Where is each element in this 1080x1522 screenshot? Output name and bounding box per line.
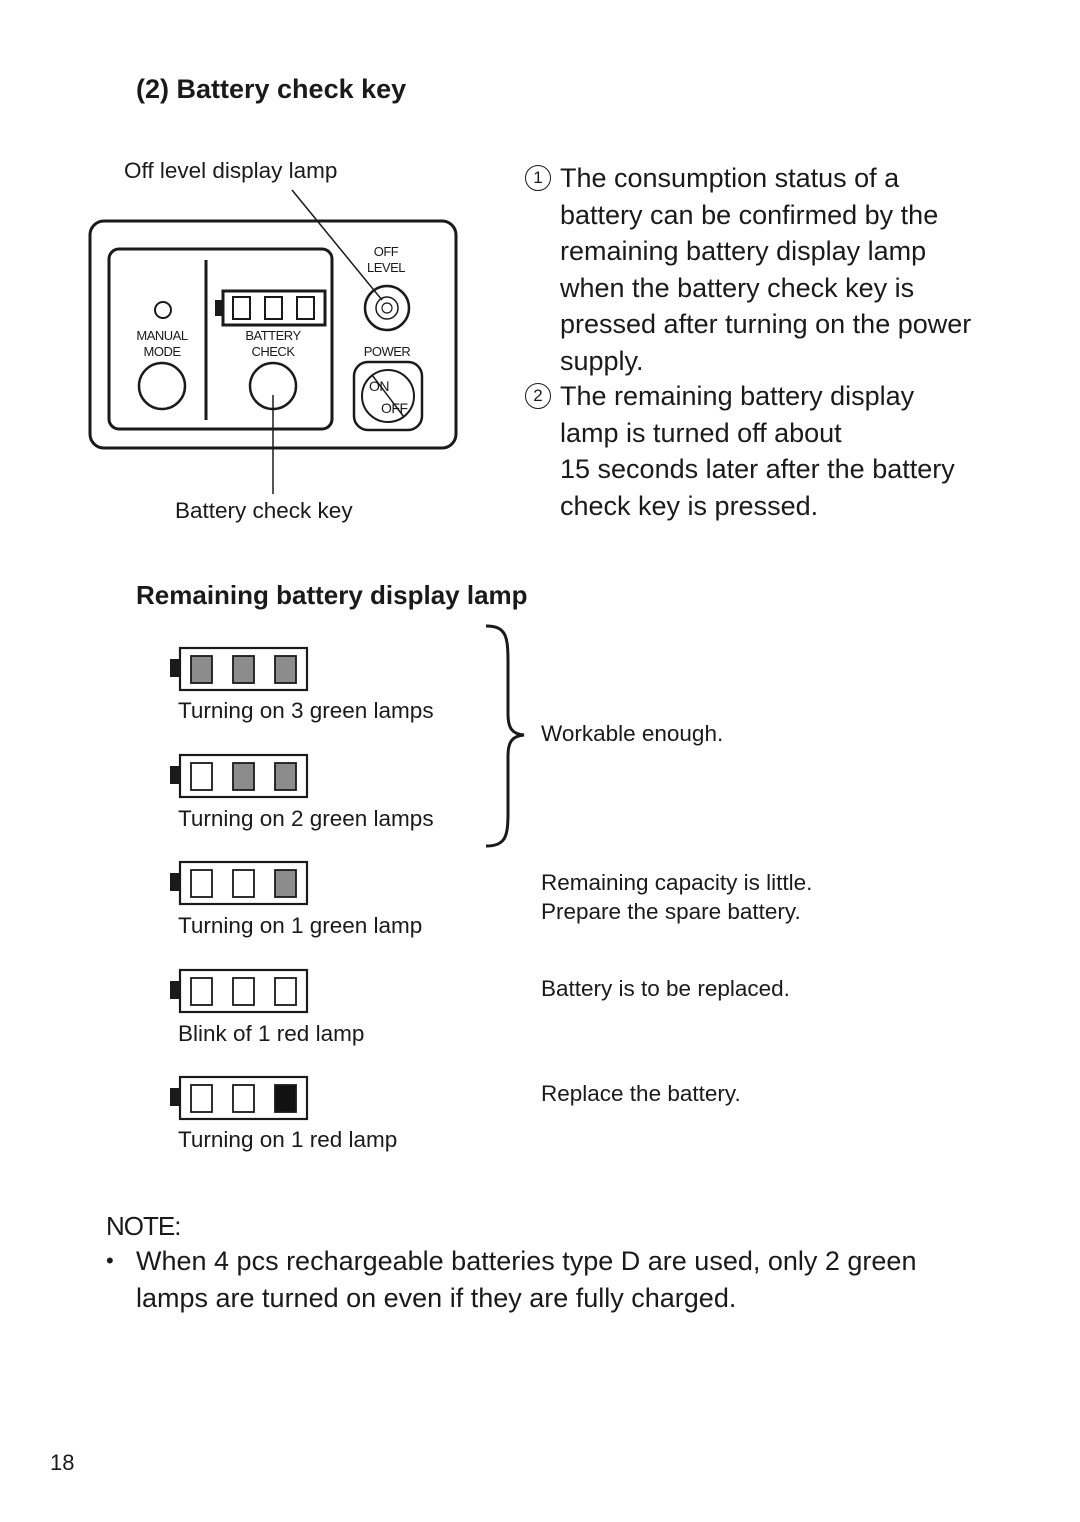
callout-battery-check-key: Battery check key xyxy=(175,498,353,523)
lamp-cell-gray xyxy=(190,655,213,684)
battery-indicator-4 xyxy=(170,968,309,1014)
battery-body xyxy=(178,968,309,1014)
lamp-cell-empty xyxy=(190,869,213,898)
lamp-cell-gray xyxy=(274,869,297,898)
lamp-cell-empty xyxy=(190,762,213,791)
off-level-label-line1: OFF xyxy=(373,244,399,259)
instruction-1: The consumption status of a battery can … xyxy=(560,163,972,376)
control-panel-illustration xyxy=(88,189,458,494)
desc-replace: Replace the battery. xyxy=(541,1081,741,1106)
manual-mode-label-line2: MODE xyxy=(143,344,182,359)
caption-2-green: Turning on 2 green lamps xyxy=(178,806,434,831)
note-label: NOTE: xyxy=(106,1211,181,1241)
battery-terminal xyxy=(170,659,180,677)
brace-icon xyxy=(485,624,525,848)
battery-body xyxy=(178,753,309,799)
lamp-section-title: Remaining battery display lamp xyxy=(136,580,528,610)
desc-workable: Workable enough. xyxy=(541,721,724,746)
battery-terminal xyxy=(170,766,180,784)
lamp-cell-empty xyxy=(232,869,255,898)
battery-body xyxy=(178,860,309,906)
section-title: (2) Battery check key xyxy=(136,74,407,104)
lamp-cell-empty xyxy=(190,977,213,1006)
battery-body xyxy=(178,646,309,692)
lamp-cell-gray xyxy=(274,762,297,791)
lamp-cell-gray xyxy=(232,655,255,684)
caption-blink-red: Blink of 1 red lamp xyxy=(178,1021,365,1046)
desc-little: Remaining capacity is little. Prepare th… xyxy=(541,870,813,924)
power-on-label: ON xyxy=(369,378,390,394)
caption-1-red: Turning on 1 red lamp xyxy=(178,1127,398,1152)
lamp-cell-gray xyxy=(232,762,255,791)
callout-off-level-lamp: Off level display lamp xyxy=(124,158,338,183)
battery-body xyxy=(178,1075,309,1121)
lamp-cell-empty xyxy=(232,1084,255,1113)
note-text: When 4 pcs rechargeable batteries type D… xyxy=(136,1246,917,1313)
battery-indicator-2 xyxy=(170,753,309,799)
caption-3-green: Turning on 3 green lamps xyxy=(178,698,434,723)
battery-indicator-3 xyxy=(170,860,309,906)
battery-indicator-5 xyxy=(170,1075,309,1121)
manual-mode-label-line1: MANUAL xyxy=(136,328,188,343)
power-label: POWER xyxy=(363,344,411,359)
battery-terminal xyxy=(170,981,180,999)
desc-to-be-replaced: Battery is to be replaced. xyxy=(541,976,790,1001)
battery-terminal xyxy=(170,1088,180,1106)
instruction-2: The remaining battery display lamp is tu… xyxy=(560,381,955,521)
note-bullet: • xyxy=(106,1248,114,1273)
battery-terminal xyxy=(170,873,180,891)
lamp-cell-empty xyxy=(190,1084,213,1113)
lamp-cell-empty xyxy=(232,977,255,1006)
battery-indicator-1 xyxy=(170,646,309,692)
battery-check-label-line2: CHECK xyxy=(251,344,295,359)
lamp-cell-black xyxy=(274,1084,297,1113)
battery-check-label-line1: BATTERY xyxy=(245,328,301,343)
lamp-cell-empty xyxy=(274,977,297,1006)
caption-1-green: Turning on 1 green lamp xyxy=(178,913,423,938)
power-off-label: OFF xyxy=(381,400,408,416)
off-level-label-line2: LEVEL xyxy=(367,260,405,275)
lamp-cell-gray xyxy=(274,655,297,684)
page-number: 18 xyxy=(50,1450,75,1475)
marker-1: 1 xyxy=(525,165,551,191)
marker-2: 2 xyxy=(525,383,551,409)
